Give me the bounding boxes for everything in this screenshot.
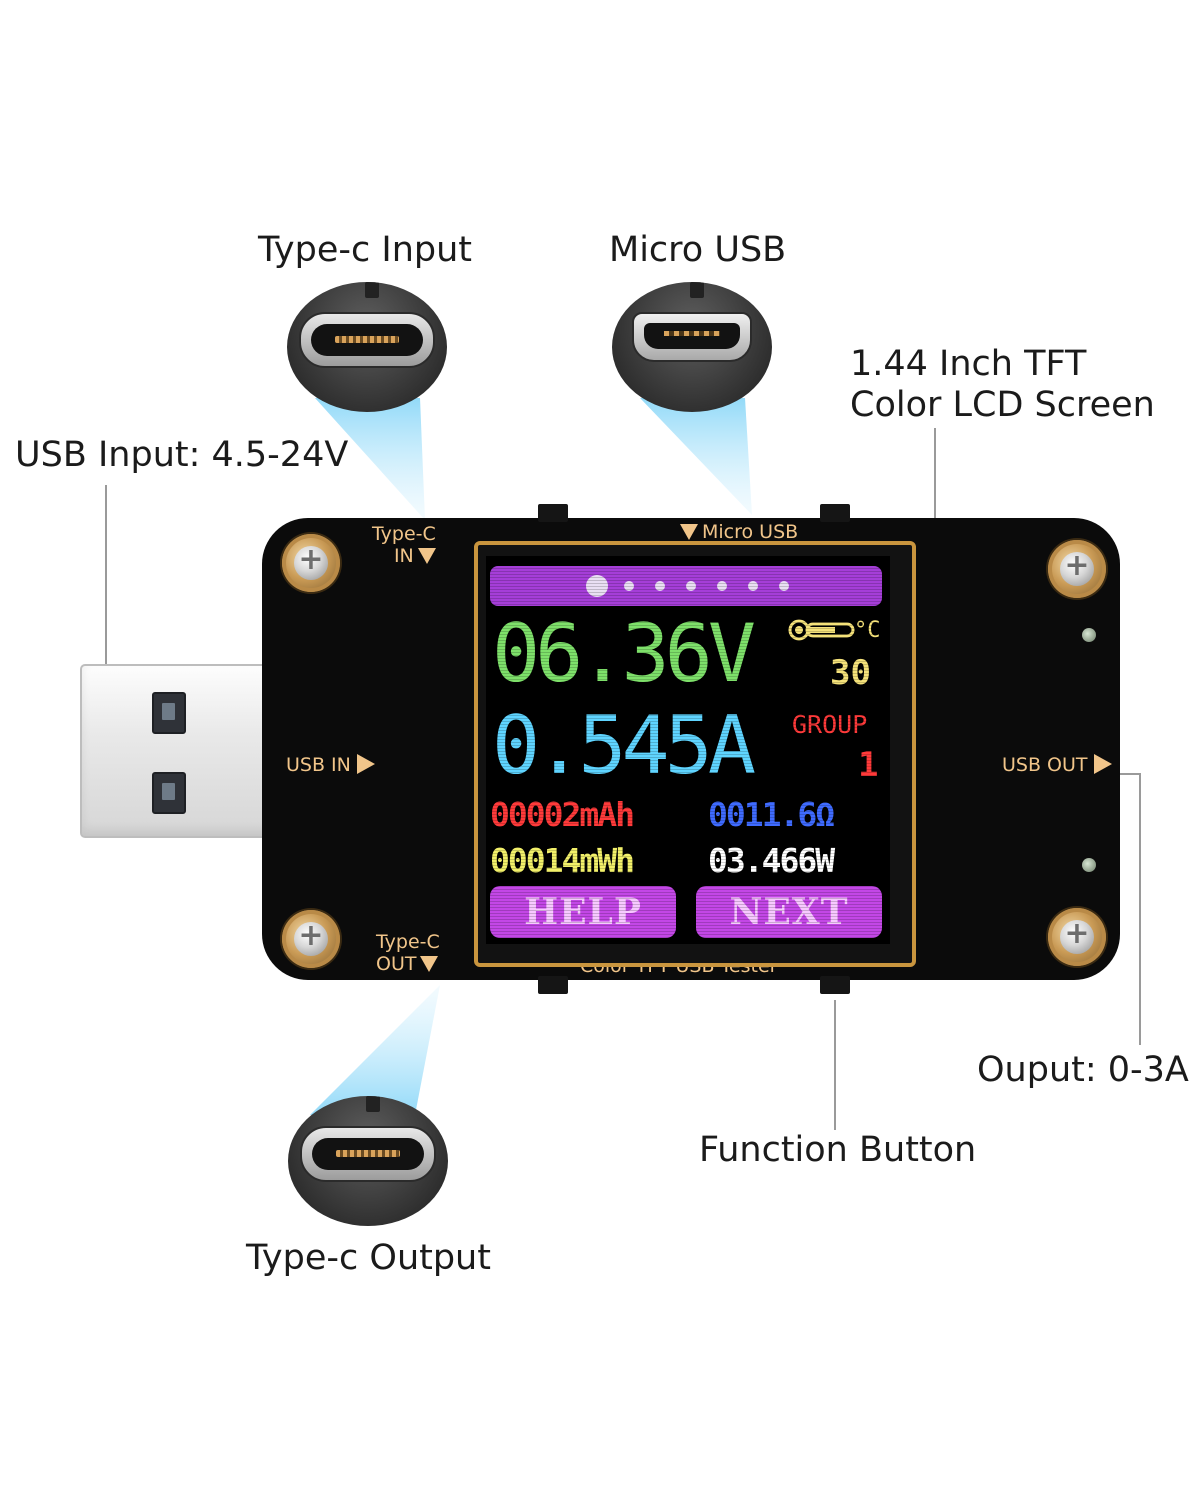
usb-plug-hole [152,772,186,814]
callout-screen-line2: Color LCD Screen [850,385,1155,426]
callout-usb-input: USB Input: 4.5-24V [15,435,349,475]
power-readout: 03.466W [708,841,835,880]
progress-dot [624,581,634,591]
board-tab [538,976,568,994]
progress-dot [655,581,665,591]
silk-type-c-in-label: IN [393,544,414,567]
zoom-beam-micro-usb [640,398,752,515]
silk-usb-in: USB IN [286,754,375,777]
progress-dot [748,581,758,591]
arrow-down-icon [420,955,439,972]
current-readout: 0.545A [492,699,756,792]
progress-dot [779,581,789,591]
zoom-type-c-input [287,282,447,412]
silk-micro-usb: Micro USB [680,521,799,544]
usb-plug-hole [152,692,186,734]
silk-usb-out-label: USB OUT [1002,754,1088,776]
status-led [1082,858,1096,872]
screw-icon [1048,908,1106,966]
temperature-unit: °C [854,618,881,643]
voltage-readout: 06.36V [492,607,756,700]
zoom-type-c-output [288,1096,448,1226]
silk-type-c-in-line2: IN [372,544,436,568]
screw-icon [282,534,340,592]
zoom-micro-usb [612,282,772,412]
resistance-readout: 0011.6Ω [708,795,835,834]
arrow-down-icon [417,547,436,564]
status-led [1082,628,1096,642]
type-c-port-icon [299,312,435,368]
group-value: 1 [858,745,879,785]
callout-output: Ouput: 0-3A [977,1050,1189,1090]
leader-output [1118,773,1141,1045]
arrow-right-icon [1093,754,1112,774]
silk-type-c-out-line2: OUT [376,952,440,976]
next-button[interactable]: NEXT [696,886,882,938]
progress-dot [717,581,727,591]
arrow-right-icon [356,754,375,774]
callout-function-button: Function Button [699,1130,977,1170]
progress-dot-active [586,575,608,597]
silk-type-c-in-line1: Type-C [372,523,436,545]
callout-screen-line1: 1.44 Inch TFT [850,344,1087,384]
lcd-screen: 06.36V °C 30 0.545A GROUP 1 00002mAh 001… [486,556,890,944]
silk-usb-out: USB OUT [1002,754,1112,777]
cable-stub [690,282,704,298]
screw-icon [1048,540,1106,598]
zoom-beam-type-c-input [315,398,425,520]
silk-type-c-out-line1: Type-C [376,931,440,953]
thermometer-icon [788,619,855,641]
capacity-readout: 00002mAh [490,795,635,834]
energy-readout: 00014mWh [490,841,635,880]
temperature-readout: 30 [830,653,871,693]
cable-stub [365,282,379,298]
callout-type-c-input: Type-c Input [258,230,473,270]
arrow-down-icon [680,524,698,540]
screw-icon [282,910,340,968]
silk-type-c-out: Type-C OUT [376,931,440,976]
silk-usb-in-label: USB IN [286,754,351,776]
type-c-port-icon [300,1126,436,1182]
callout-screen: 1.44 Inch TFT Color LCD Screen [850,344,1155,427]
silk-micro-usb-label: Micro USB [702,521,799,543]
usb-a-plug [80,664,272,838]
help-button[interactable]: HELP [490,886,676,938]
board-tab [820,504,850,522]
cable-stub [366,1096,380,1112]
zoom-beam-type-c-output [310,985,440,1115]
progress-dot [686,581,696,591]
group-label: GROUP [792,710,868,739]
silk-type-c-out-label: OUT [376,952,417,975]
micro-usb-port-icon [632,312,752,362]
callout-micro-usb: Micro USB [609,230,787,270]
silk-type-c-in: Type-C IN [372,523,436,568]
progress-bar [490,566,882,606]
function-button[interactable] [820,976,850,994]
board-tab [538,504,568,522]
callout-type-c-output: Type-c Output [246,1238,491,1278]
